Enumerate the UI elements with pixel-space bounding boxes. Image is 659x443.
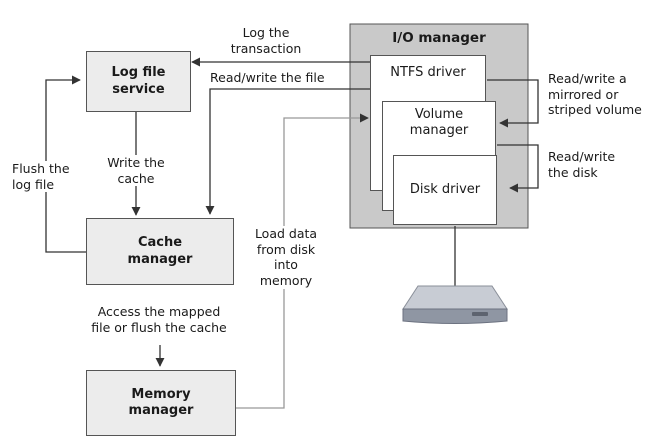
log-file-service-label: Log file service <box>111 65 166 97</box>
rw-file-arrow <box>205 88 370 215</box>
log-transaction-label: Log the transaction <box>230 25 302 56</box>
rw-mirrored-bracket <box>487 79 539 128</box>
write-cache-label: Write the cache <box>92 155 180 187</box>
volume-manager-label: Volume manager <box>409 107 469 139</box>
load-data-label: Load data from disk into memory <box>246 226 326 289</box>
rw-disk-bracket <box>497 144 539 193</box>
hard-disk-icon <box>402 285 508 324</box>
memory-manager-box: Memory manager <box>86 370 236 436</box>
memory-manager-label: Memory manager <box>128 386 194 418</box>
disk-driver-box: Disk driver <box>393 155 497 225</box>
flush-log-label: Flush the log file <box>12 161 84 193</box>
rw-file-label: Read/write the file <box>210 70 325 85</box>
io-manager-title: I/O manager <box>392 30 486 46</box>
cache-manager-label: Cache manager <box>127 235 193 267</box>
cache-manager-box: Cache manager <box>86 218 234 285</box>
rw-disk-label: Read/write the disk <box>548 149 616 180</box>
ntfs-driver-label: NTFS driver <box>390 65 466 80</box>
rw-mirrored-label: Read/write a mirrored or striped volume <box>548 71 642 118</box>
log-file-service-box: Log file service <box>86 51 191 112</box>
disk-driver-label: Disk driver <box>409 181 481 197</box>
access-mapped-label: Access the mapped file or flush the cach… <box>64 304 254 336</box>
